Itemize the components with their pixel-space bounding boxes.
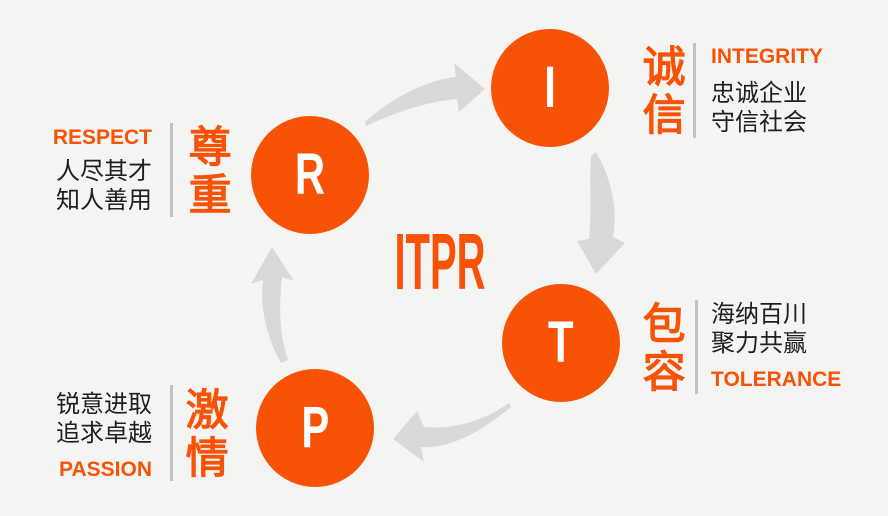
curved-arrow-i-to-t-icon	[577, 152, 625, 274]
node-details-tolerance: 海纳百川 聚力共赢 TOLERANCE	[711, 300, 841, 393]
node-desc-line2-integrity: 守信社会	[711, 109, 807, 136]
node-desc-line2-tolerance: 聚力共赢	[711, 330, 807, 357]
node-details-passion: 锐意进取 追求卓越 PASSION	[56, 390, 152, 483]
node-keyword-cn-integrity: 诚信	[636, 44, 685, 140]
node-letter-passion: P	[301, 395, 329, 460]
curved-arrow-p-to-r-icon	[251, 247, 294, 363]
node-desc-line1-tolerance: 海纳百川	[711, 301, 807, 328]
center-title: ITPR	[394, 217, 486, 306]
node-word-en-tolerance: TOLERANCE	[711, 368, 842, 391]
node-details-integrity: INTEGRITY 忠诚企业 守信社会	[711, 43, 823, 137]
node-desc-line1-integrity: 忠诚企业	[711, 80, 807, 107]
node-desc-line2-respect: 知人善用	[56, 187, 152, 214]
divider-tolerance	[695, 300, 698, 394]
curved-arrow-t-to-p-icon	[393, 403, 511, 462]
divider-respect	[170, 123, 173, 217]
node-keyword-cn-respect: 尊重	[182, 124, 231, 220]
node-letter-tolerance: T	[548, 310, 574, 375]
node-desc-line2-passion: 追求卓越	[56, 420, 152, 447]
curved-arrow-r-to-i-icon	[365, 63, 485, 126]
node-word-en-integrity: INTEGRITY	[711, 45, 824, 68]
node-keyword-cn-passion: 激情	[179, 387, 228, 483]
node-word-en-passion: PASSION	[59, 458, 152, 481]
divider-passion	[170, 385, 173, 481]
node-circle-respect: R	[251, 116, 369, 234]
node-circle-tolerance: T	[502, 284, 620, 402]
node-word-en-respect: RESPECT	[52, 126, 152, 149]
node-circle-passion: P	[256, 369, 374, 487]
node-circle-integrity: I	[491, 29, 609, 147]
node-details-respect: RESPECT 人尽其才 知人善用	[53, 124, 152, 215]
node-desc-line1-respect: 人尽其才	[56, 158, 152, 185]
divider-integrity	[693, 43, 696, 138]
node-keyword-cn-tolerance: 包容	[636, 301, 685, 397]
node-letter-respect: R	[294, 142, 326, 207]
node-desc-line1-passion: 锐意进取	[56, 391, 152, 418]
node-letter-integrity: I	[544, 55, 556, 120]
